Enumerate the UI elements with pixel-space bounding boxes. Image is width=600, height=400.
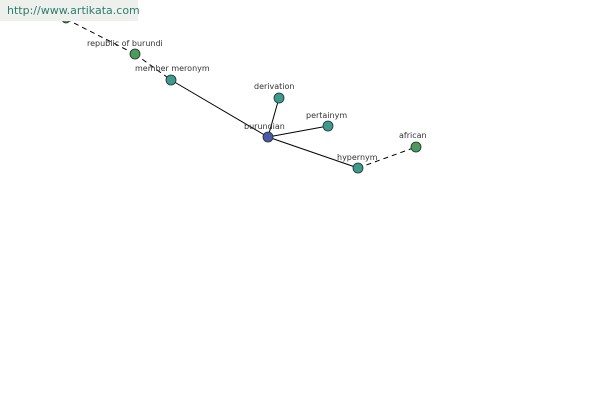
edge-burundian-to-hypernym [267, 136, 359, 169]
edge-burundian-to-pertainym [267, 125, 329, 138]
site-watermark-link[interactable]: http://www.artikata.com [0, 0, 140, 21]
edge-burundian-to-derivation [267, 97, 280, 138]
node-hypernym[interactable] [352, 162, 364, 174]
node-republic-of-burundi[interactable] [129, 48, 141, 60]
node-derivation[interactable] [273, 92, 285, 104]
label-pertainym: pertainym [306, 111, 347, 120]
label-hypernym: hypernym [337, 153, 378, 162]
graph-nodes [61, 14, 422, 174]
graph-labels: republic of burundi member meronym burundi… [87, 39, 427, 162]
label-derivation: derivation [254, 82, 294, 91]
label-member-meronym: member meronym [135, 64, 210, 73]
edge-republic-of-burundi-to-member-meronym [134, 53, 172, 81]
node-african[interactable] [410, 141, 422, 153]
label-african: african [399, 131, 427, 140]
edge-offscreen-to-republic-of-burundi [65, 18, 136, 55]
label-burundian: burundian [244, 122, 285, 131]
graph-edges [65, 18, 417, 169]
node-member-meronym[interactable] [165, 74, 177, 86]
node-pertainym[interactable] [322, 120, 334, 132]
node-burundian[interactable] [262, 131, 274, 143]
label-republic-of-burundi: republic of burundi [87, 39, 163, 48]
edge-member-meronym-to-burundian [170, 79, 269, 138]
edge-hypernym-to-african [357, 146, 417, 169]
